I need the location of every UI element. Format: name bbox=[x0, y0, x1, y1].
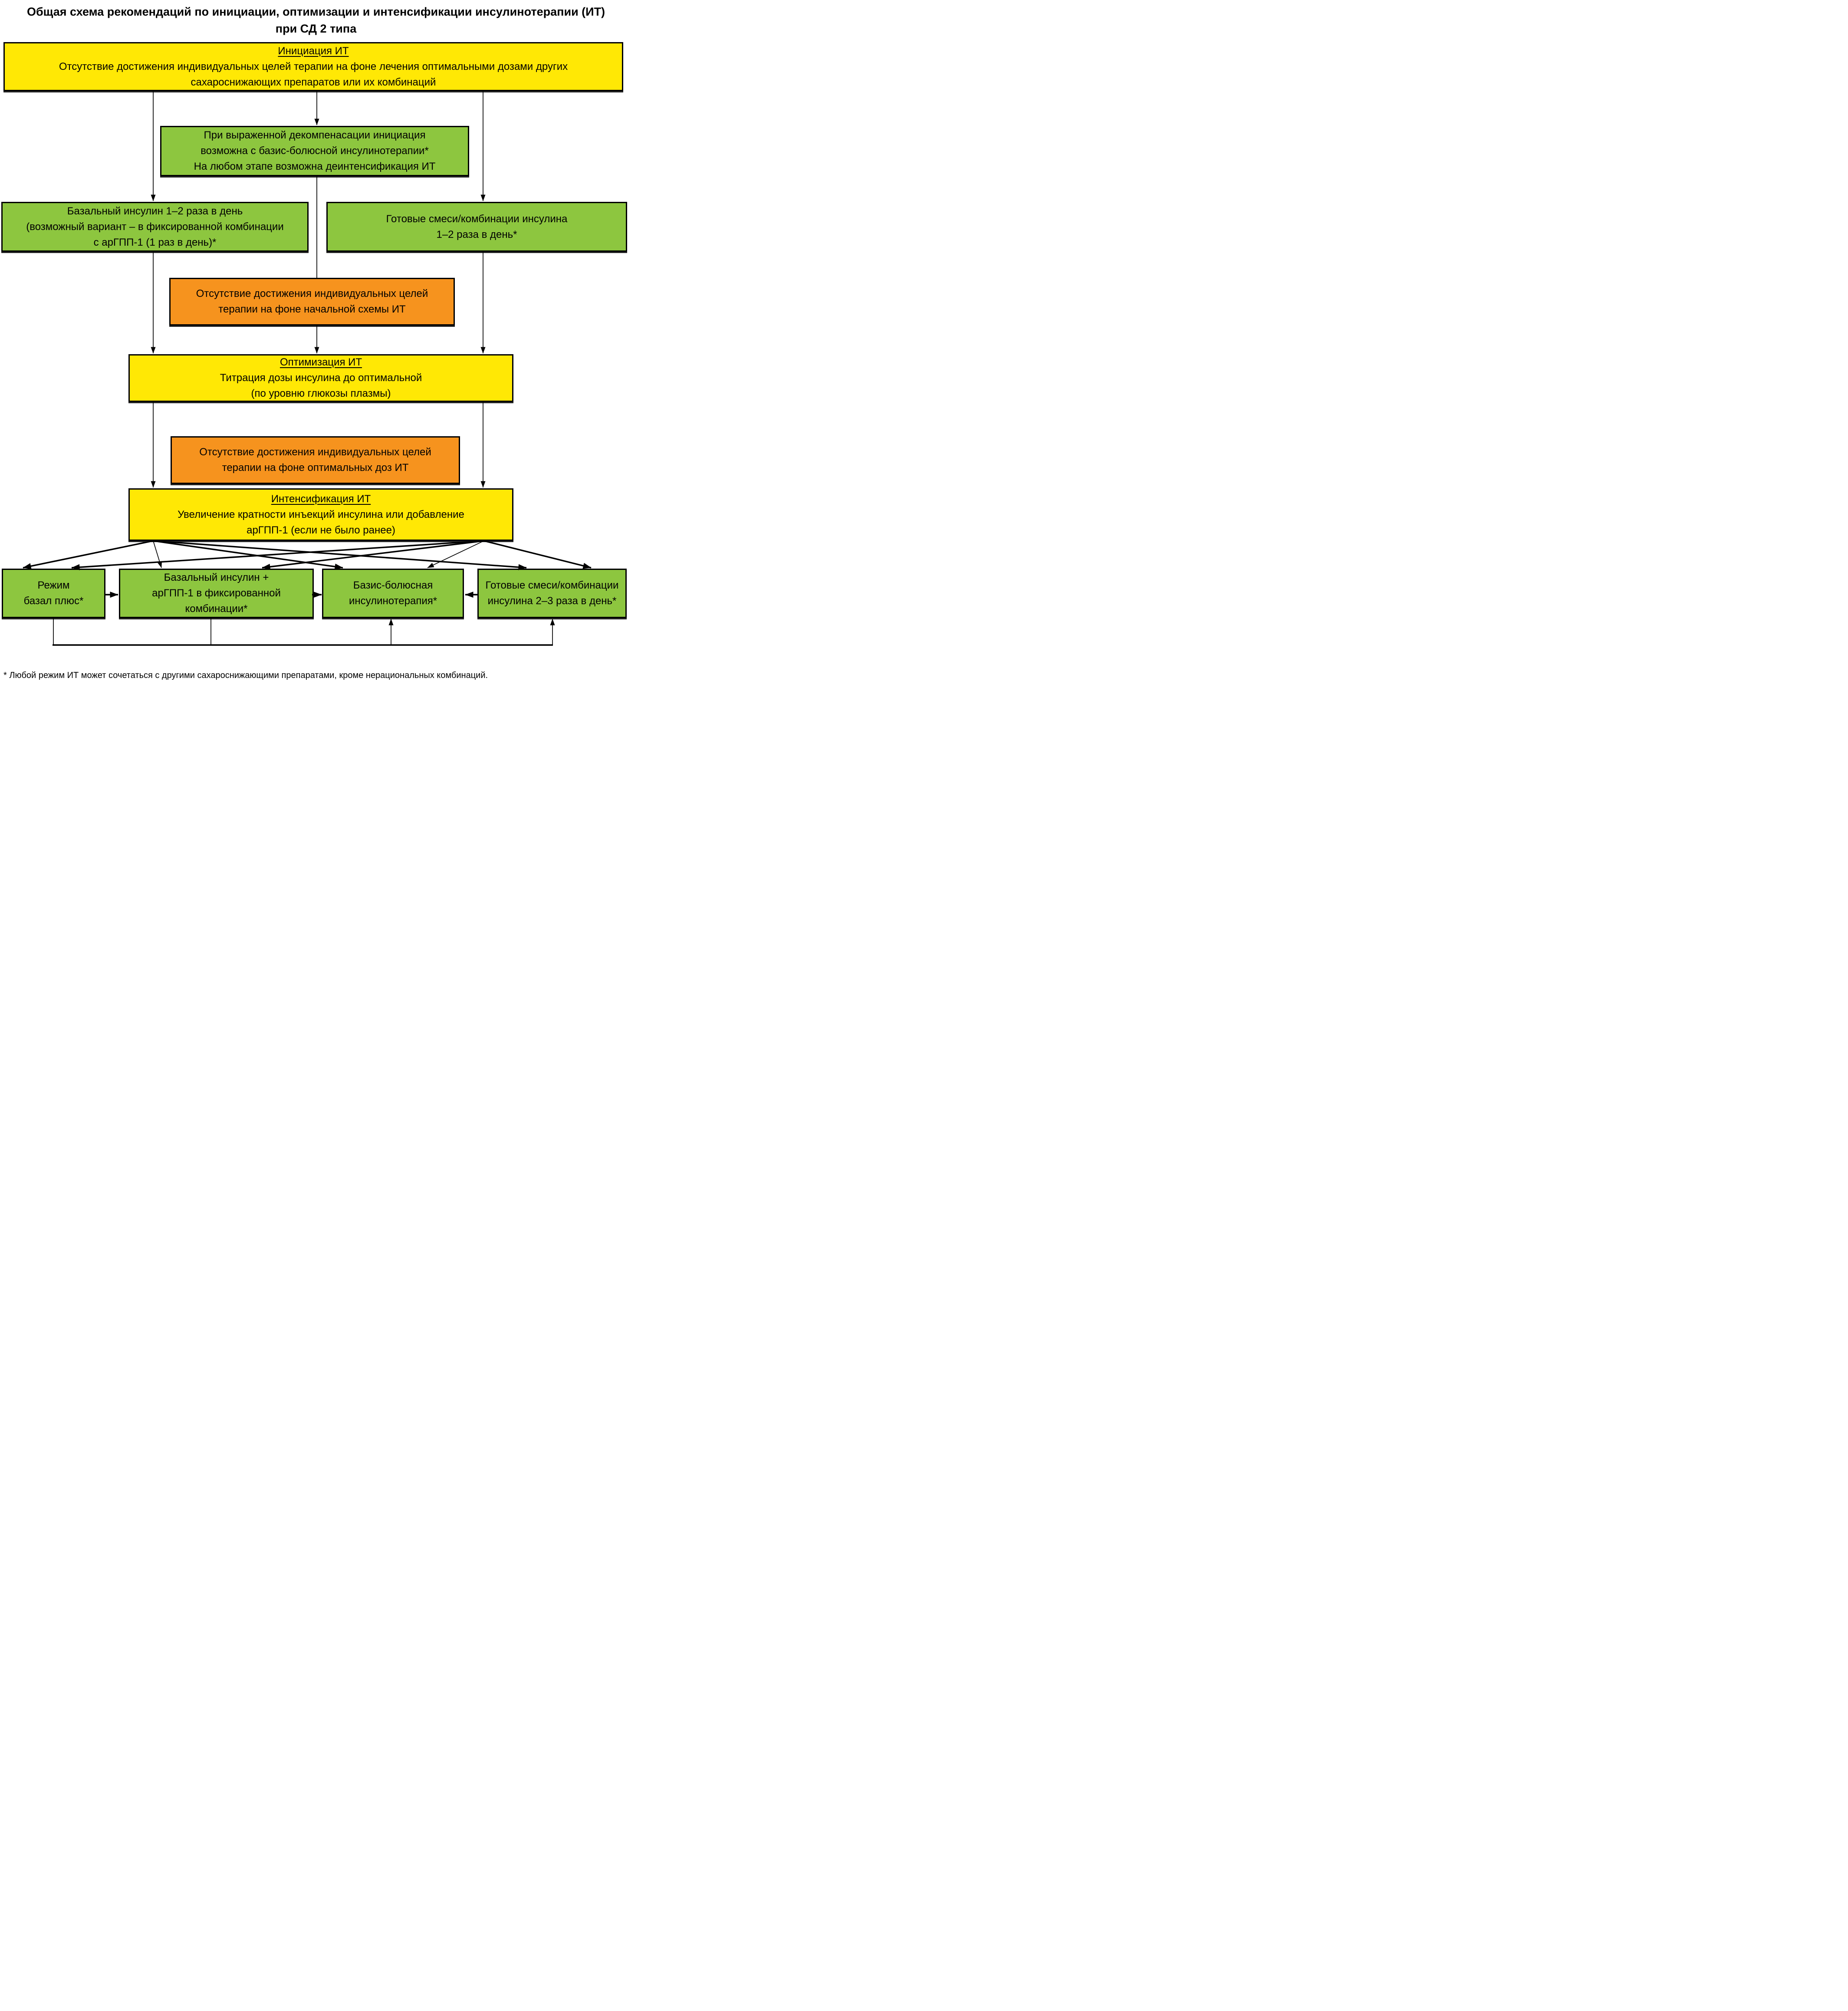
edge-intensification-to-basal-bolus-b bbox=[427, 540, 484, 568]
node-intensification-heading: Интенсификация ИТ bbox=[271, 493, 371, 505]
flowchart-canvas: Общая схема рекомендаций по инициации, о… bbox=[0, 0, 632, 688]
node-initiation: Инициация ИТ Отсутствие достижения индив… bbox=[3, 42, 623, 91]
node-intensification: Интенсификация ИТ Увеличение кратности и… bbox=[128, 488, 513, 541]
node-basal-insulin-body: Базальный инсулин 1–2 раза в день(возмож… bbox=[26, 205, 284, 248]
node-initiation-heading: Инициация ИТ bbox=[278, 45, 349, 57]
node-fail-optimal-body: Отсутствие достижения индивидуальных цел… bbox=[199, 446, 431, 474]
footnote: * Любой режим ИТ может сочетаться с друг… bbox=[3, 671, 488, 680]
edge-intensification-to-basal-plus-b bbox=[71, 540, 484, 570]
node-fail-initial-body: Отсутствие достижения индивидуальных цел… bbox=[196, 288, 428, 315]
node-optimization-body: Титрация дозы инсулина до оптимальной(по… bbox=[220, 372, 422, 399]
node-basal-glp1-fixed: Базальный инсулин +арГПП-1 в фиксированн… bbox=[119, 569, 314, 618]
page-title: Общая схема рекомендаций по инициации, о… bbox=[26, 5, 605, 35]
edge-intensification-to-basal-bolus-a bbox=[153, 540, 343, 570]
node-optimization-heading: Оптимизация ИТ bbox=[280, 356, 362, 368]
node-basal-insulin: Базальный инсулин 1–2 раза в день(возмож… bbox=[1, 202, 309, 252]
node-fail-initial: Отсутствие достижения индивидуальных цел… bbox=[169, 278, 455, 326]
edge-intensification-to-basal-glp1-a bbox=[153, 540, 162, 568]
edge-intensification-to-basal-glp1-b bbox=[262, 540, 484, 570]
node-initiation-body: Отсутствие достижения индивидуальных цел… bbox=[59, 60, 568, 88]
edge-intensification-to-premix-23-b bbox=[483, 540, 592, 569]
node-optimization: Оптимизация ИТ Титрация дозы инсулина до… bbox=[128, 354, 513, 402]
edge-intensification-to-basal-plus-a bbox=[23, 540, 154, 569]
edge-intensification-to-premix-23-a bbox=[153, 540, 527, 570]
node-basal-glp1-fixed-body: Базальный инсулин +арГПП-1 в фиксированн… bbox=[152, 572, 281, 615]
node-intensification-body: Увеличение кратности инъекций инсулина и… bbox=[178, 508, 464, 536]
node-fail-optimal: Отсутствие достижения индивидуальных цел… bbox=[171, 436, 460, 484]
